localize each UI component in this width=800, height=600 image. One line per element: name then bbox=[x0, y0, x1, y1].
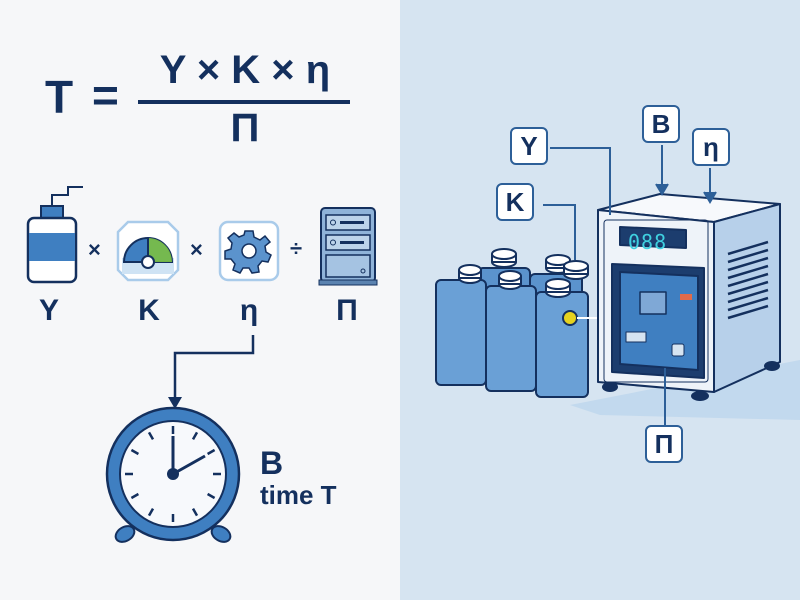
battery-icon bbox=[26, 186, 83, 284]
result-label-b: B bbox=[260, 445, 284, 481]
formula-numerator: Y × K × η bbox=[159, 48, 331, 92]
formula-denominator: Π bbox=[230, 106, 260, 150]
callout-y: Y bbox=[510, 127, 548, 165]
callout-k: K bbox=[496, 183, 534, 221]
clock-icon bbox=[105, 406, 241, 543]
factor-label-y: Y bbox=[38, 294, 59, 327]
display-readout: 088 bbox=[628, 230, 668, 254]
result-label-time: time T bbox=[260, 480, 337, 510]
operator-divide: ÷ bbox=[290, 236, 303, 261]
formula-equals: = bbox=[92, 69, 119, 121]
device-unit bbox=[597, 193, 781, 401]
gear-icon bbox=[218, 220, 280, 282]
server-icon bbox=[318, 207, 378, 286]
factor-label-eta: η bbox=[239, 294, 259, 327]
factor-label-k: K bbox=[138, 294, 160, 327]
factor-label-pi: Π bbox=[336, 294, 358, 327]
callout-b: B bbox=[642, 105, 680, 143]
formula-lhs: T bbox=[45, 71, 74, 123]
callout-pi: Π bbox=[645, 425, 683, 463]
fraction-bar bbox=[138, 100, 350, 104]
callout-eta: η bbox=[692, 128, 730, 166]
operator-multiply-1: × bbox=[88, 237, 101, 262]
device-panel: 088 Y K B η Π bbox=[400, 0, 800, 600]
operator-multiply-2: × bbox=[190, 237, 203, 262]
arrow-connector bbox=[168, 335, 255, 409]
gauge-icon bbox=[116, 220, 180, 282]
battery-pack bbox=[435, 248, 640, 398]
callout-lines bbox=[543, 145, 717, 428]
formula-panel: T = Y × K × η Π × × ÷ bbox=[26, 48, 378, 543]
